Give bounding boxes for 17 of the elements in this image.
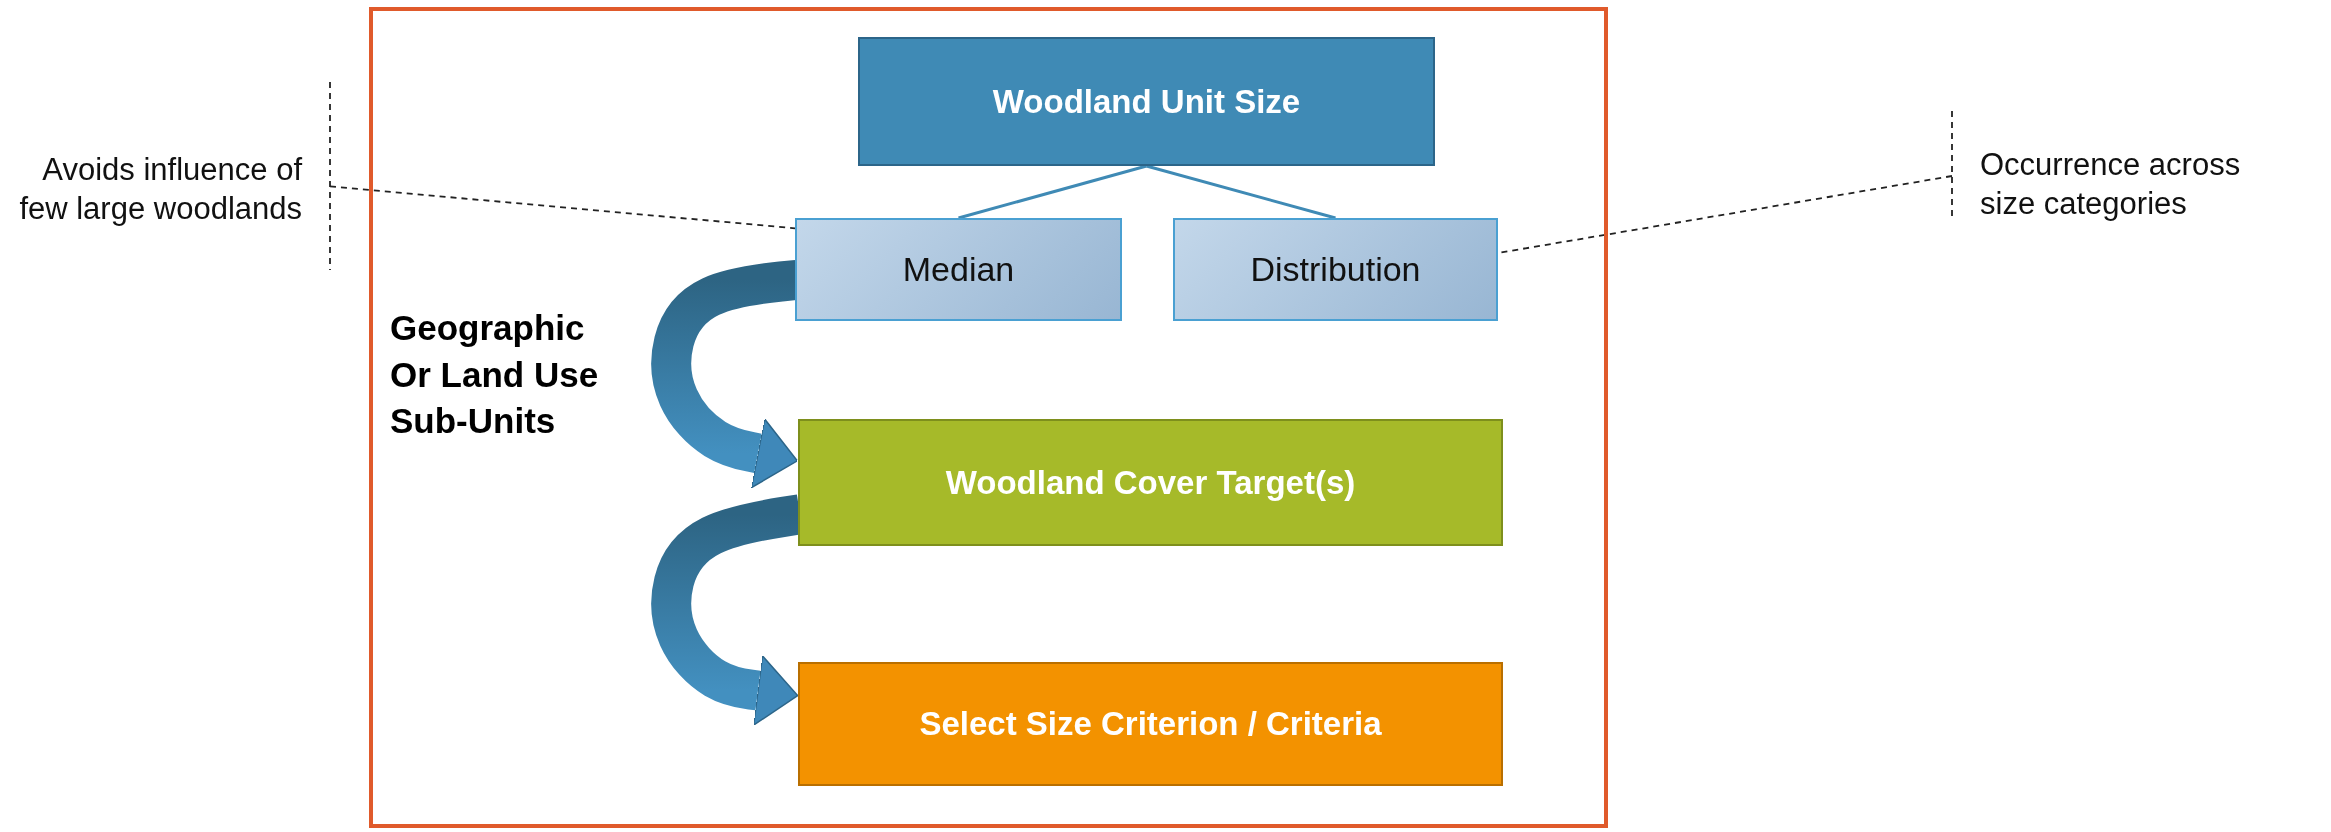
connector-line [1146, 164, 1336, 220]
box-label: Select Size Criterion / Criteria [919, 704, 1382, 745]
box-label: Distribution [1250, 249, 1421, 291]
box-label: Woodland Cover Target(s) [945, 462, 1356, 503]
process-box [798, 662, 1503, 786]
leader-line [329, 185, 796, 230]
frame-box [369, 7, 1608, 828]
side-label: Geographic Or Land Use Sub-Units [390, 307, 600, 443]
box-label: Median [902, 249, 1015, 291]
process-box [795, 218, 1122, 321]
process-box [1173, 218, 1498, 321]
annotation-note: Occurrence across size categories [1980, 146, 2242, 223]
process-box [798, 419, 1503, 546]
process-box [858, 37, 1435, 166]
annotation-note: Avoids influence of few large woodlands [18, 151, 302, 228]
connector-line [958, 164, 1147, 220]
box-label: Woodland Unit Size [992, 81, 1301, 122]
